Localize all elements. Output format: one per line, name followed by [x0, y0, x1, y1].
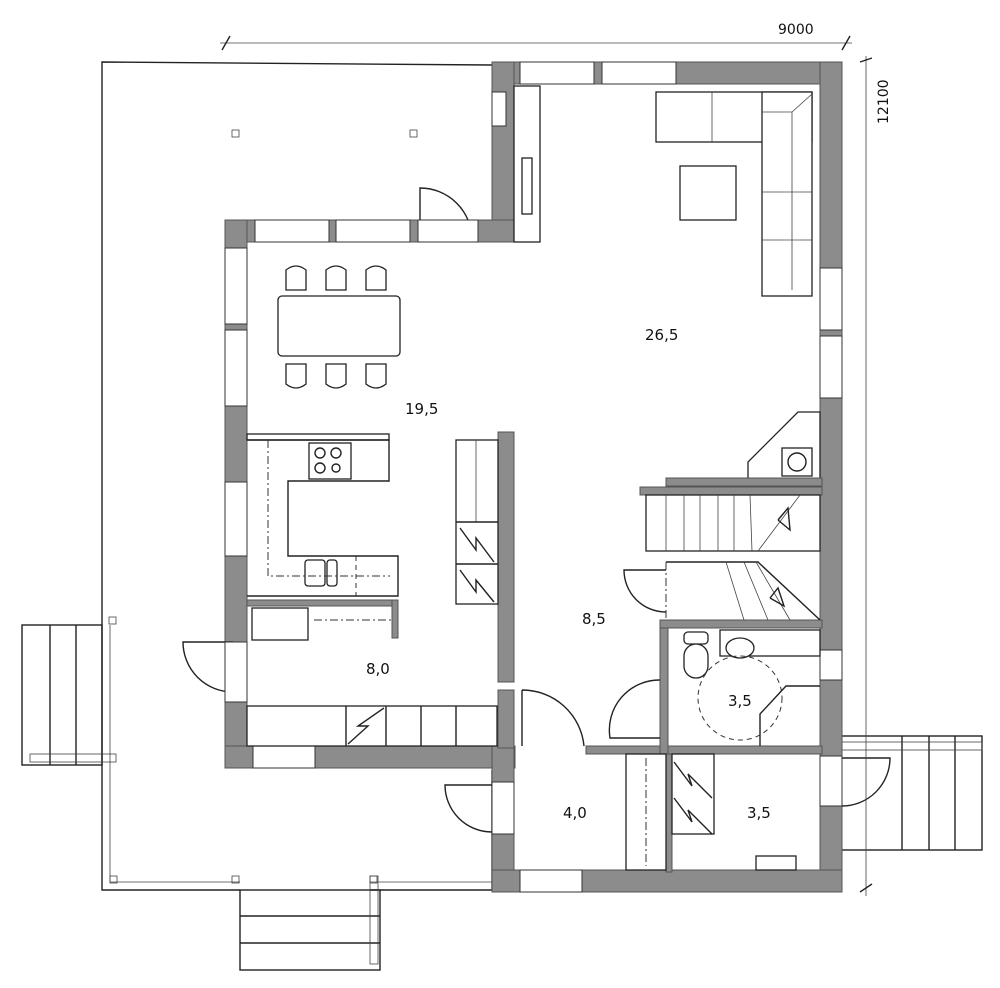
coffee-table: [679, 165, 737, 221]
room-area-storage: 3,5: [747, 804, 771, 822]
room-area-entry: 4,0: [563, 804, 587, 822]
kitchen-counter: [246, 433, 399, 597]
utility-fixtures: [246, 607, 498, 747]
closet: [625, 753, 797, 871]
width-dimension-label: 9000: [778, 22, 814, 38]
windows[interactable]: [224, 61, 843, 893]
bathroom-fixtures: [683, 629, 821, 746]
terrace: [21, 61, 983, 971]
height-dimension-label: 12100: [876, 79, 892, 124]
room-area-hall: 8,5: [582, 610, 606, 628]
room-area-bathroom: 3,5: [728, 692, 752, 710]
room-area-dining: 19,5: [405, 400, 438, 418]
sofa: [655, 91, 813, 297]
room-area-living: 26,5: [645, 326, 678, 344]
fireplace: [665, 411, 823, 487]
tv-unit: [513, 85, 541, 243]
dimension-height: [859, 56, 873, 896]
dimension-width: [220, 35, 852, 51]
doors[interactable]: [182, 187, 891, 835]
staircase: [645, 494, 821, 621]
room-area-kitchen-utility: 8,0: [366, 660, 390, 678]
wardrobe-wall: [455, 439, 499, 605]
dining-table: [277, 265, 401, 389]
